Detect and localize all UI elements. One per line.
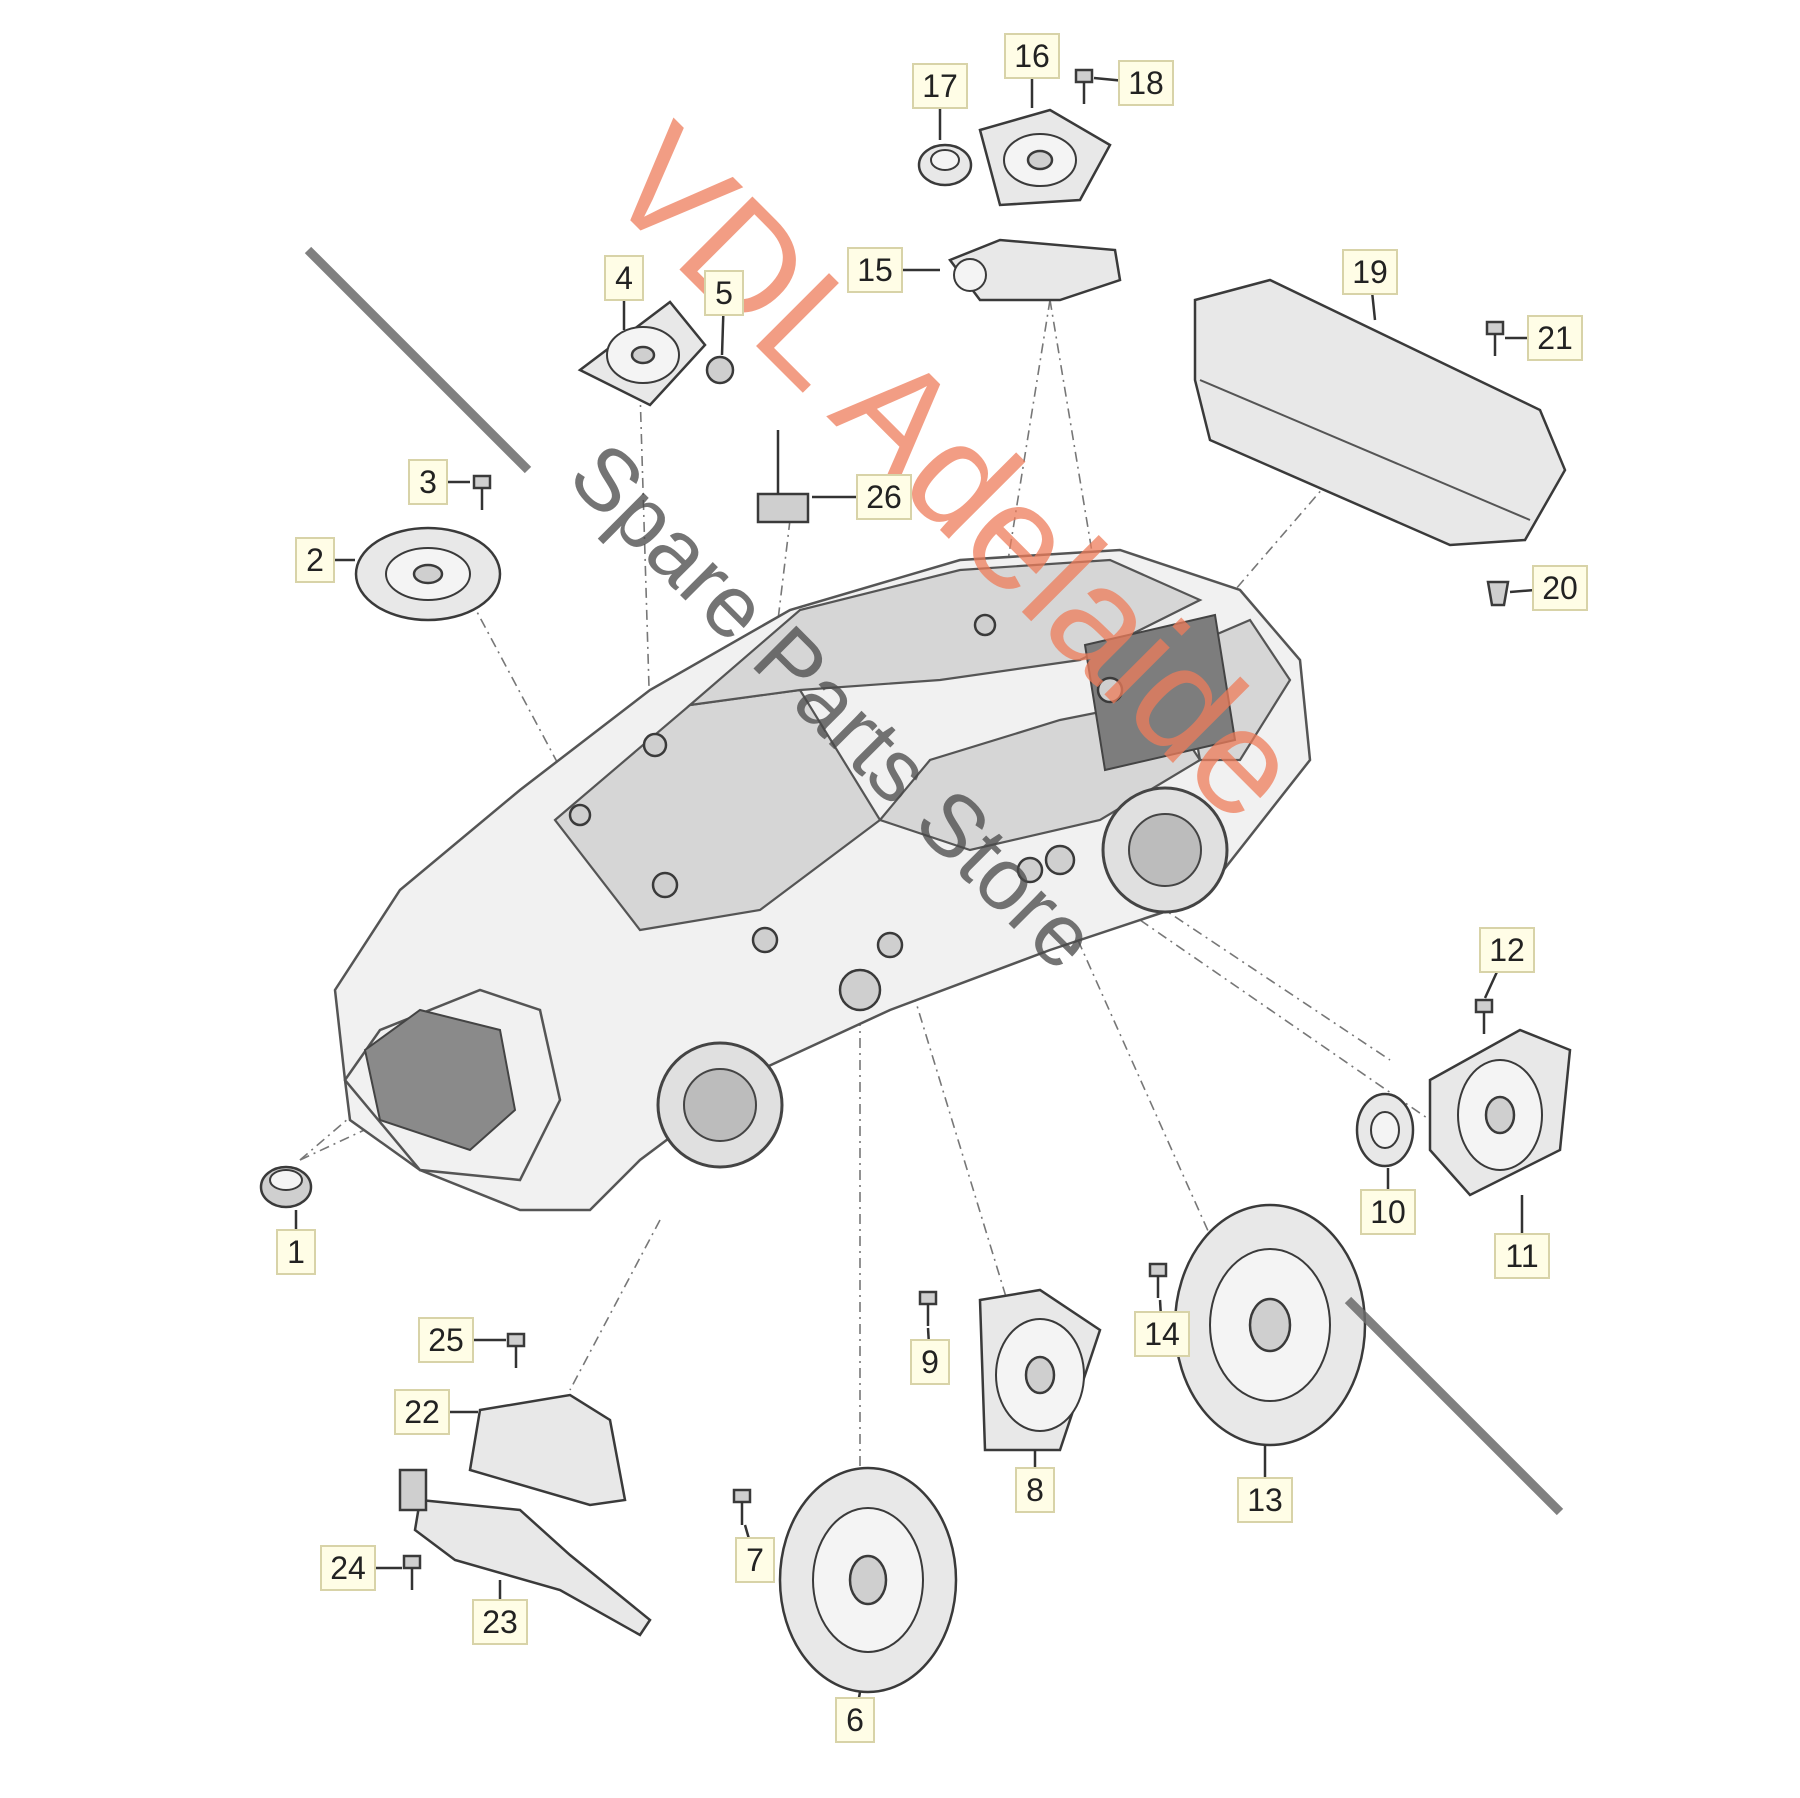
callout-box-5 [704,270,744,316]
part-8-speaker [978,1288,1102,1452]
callout-box-20 [1532,565,1588,611]
callout-label-17: 17 [922,68,958,104]
part-20-clip [1486,580,1510,607]
callout-box-25 [418,1317,474,1363]
part-6-speaker [778,1466,958,1694]
callout-label-14: 14 [1144,1316,1180,1352]
callout-label-13: 13 [1247,1482,1283,1518]
callout-label-9: 9 [921,1344,939,1380]
part-11-speaker [1428,1028,1572,1197]
callout-label-21: 21 [1537,320,1573,356]
callout-box-10 [1360,1189,1416,1235]
callout-label-3: 3 [419,464,437,500]
callout-box-2 [295,537,335,583]
roof [686,558,1203,707]
callout-label-26: 26 [866,479,902,515]
callout-label-7: 7 [746,1542,764,1578]
part-17-tweeter [917,143,973,187]
callout-box-26 [856,474,912,520]
part-21-screw [1485,320,1505,356]
callout-box-9 [910,1339,950,1385]
callout-box-8 [1015,1467,1055,1513]
callout-label-4: 4 [615,260,633,296]
callout-label-12: 12 [1489,932,1525,968]
callout-box-18 [1118,60,1174,106]
part-26-sensor [756,430,810,524]
front-grille [363,1008,517,1152]
callout-box-22 [394,1389,450,1435]
part-14-screw [1148,1262,1168,1298]
part-3-screw [472,474,492,510]
part-19-subwoofer-enclosure [1193,278,1567,547]
callout-label-20: 20 [1542,570,1578,606]
part-13-speaker [1173,1203,1367,1447]
callout-box-6 [835,1697,875,1743]
callout-box-4 [604,255,644,301]
part-22-amplifier [468,1393,627,1507]
part-10-tweeter [1355,1092,1415,1168]
part-1-tweeter-ring [259,1165,313,1209]
part-5-nut [705,355,735,385]
callout-box-15 [847,247,903,293]
callout-box-23 [472,1599,528,1645]
callout-label-16: 16 [1014,38,1050,74]
part-9-screw [918,1290,938,1326]
callout-box-17 [912,63,968,109]
callout-label-1: 1 [287,1234,305,1270]
callout-box-7 [735,1537,775,1583]
part-4-speaker [577,300,707,407]
callout-label-10: 10 [1370,1194,1406,1230]
callout-box-24 [320,1545,376,1591]
callout-label-5: 5 [715,275,733,311]
callout-box-11 [1494,1233,1550,1279]
part-24-screw [402,1554,422,1590]
part-23-bracket [398,1468,652,1637]
callout-label-18: 18 [1128,65,1164,101]
callout-label-6: 6 [846,1702,864,1738]
car-illustration [333,548,1312,1212]
callout-label-19: 19 [1352,254,1388,290]
part-2-speaker [354,526,502,622]
callout-box-14 [1134,1311,1190,1357]
callout-label-11: 11 [1505,1238,1538,1274]
part-25-screw [506,1332,526,1368]
callout-box-13 [1237,1477,1293,1523]
callout-label-23: 23 [482,1604,518,1640]
callout-box-19 [1342,249,1398,295]
part-15-speaker-bracket [948,238,1122,302]
part-18-screw [1074,68,1094,104]
callout-label-8: 8 [1026,1472,1044,1508]
callout-box-16 [1004,33,1060,79]
part-7-screw [732,1488,752,1525]
callout-label-2: 2 [306,542,324,578]
callout-box-21 [1527,315,1583,361]
callout-box-1 [276,1229,316,1275]
part-16-speaker [978,108,1112,207]
callout-box-3 [408,459,448,505]
callout-label-24: 24 [330,1550,366,1586]
callout-label-22: 22 [404,1394,440,1430]
callout-label-15: 15 [857,252,893,288]
callout-box-12 [1479,927,1535,973]
part-12-screw [1474,998,1494,1034]
callout-label-25: 25 [428,1322,464,1358]
